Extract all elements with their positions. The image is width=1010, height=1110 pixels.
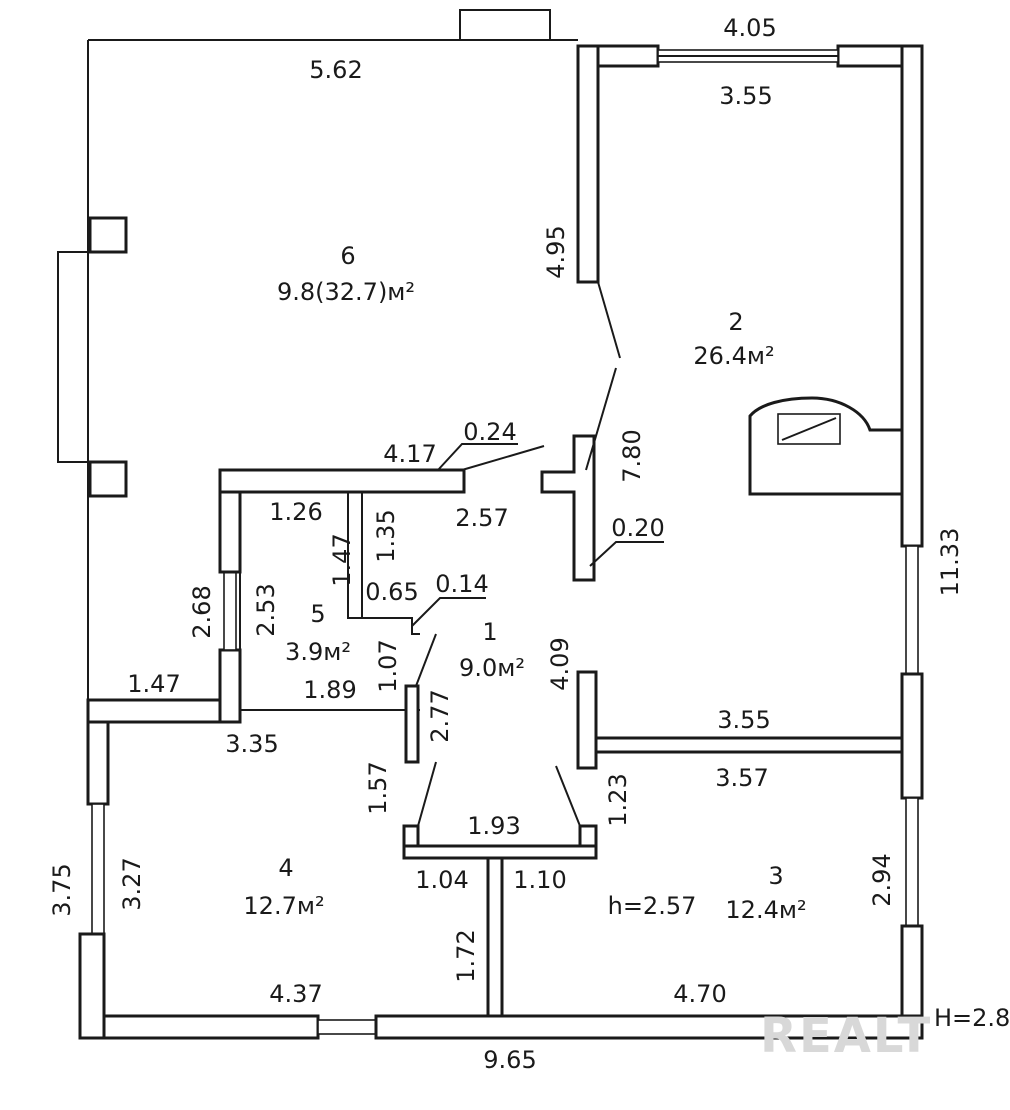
dim-label: 2.94 (868, 853, 896, 906)
dim-label: 1.35 (372, 509, 400, 562)
room-2-number: 2 (728, 308, 743, 336)
door-room2-upper (597, 281, 621, 359)
door-room4 (417, 761, 437, 827)
dim-label: 4.17 (383, 440, 436, 468)
wall-room5-room1 (404, 684, 420, 764)
dim-label: 1.47 (328, 533, 356, 586)
dim-label: 4.95 (542, 225, 570, 278)
door-room5 (415, 633, 437, 687)
dim-label: 3.27 (118, 857, 146, 910)
dim-label: 11.33 (936, 528, 964, 597)
dim-label: 3.57 (715, 764, 768, 792)
terrace-rail (57, 251, 90, 463)
room-3-area: 12.4м² (725, 896, 806, 924)
window-right-lower (905, 797, 919, 927)
dim-label: 4.05 (723, 14, 776, 42)
dim-label: 3.75 (48, 863, 76, 916)
room-6-area: 9.8(32.7)м² (277, 278, 415, 306)
exterior-walls (78, 44, 924, 1040)
room-labels: 6 9.8(32.7)м² 2 26.4м² 1 9.0м² 5 3.9м² 4… (243, 242, 1010, 1032)
interior-walls (239, 281, 904, 1018)
wall-t-column (540, 434, 596, 582)
dim-label: 2.57 (455, 504, 508, 532)
column-upper (88, 216, 128, 254)
room-4-area: 12.7м² (243, 892, 324, 920)
room-6-number: 6 (340, 242, 355, 270)
door-room3 (555, 765, 581, 827)
dimension-labels: 5.62 4.05 3.55 0.24 4.17 2.57 0.20 1.26 … (48, 14, 964, 1074)
wall-right-upper (900, 44, 924, 548)
dim-label: 1.93 (467, 812, 520, 840)
dim-label: 0.65 (365, 578, 418, 606)
wall-room2-left (576, 44, 600, 284)
dim-label: 2.77 (426, 689, 454, 742)
terrace-outline (57, 9, 578, 700)
wall-room2-room3 (594, 736, 904, 754)
dim-label: 3.35 (225, 730, 278, 758)
room-4-number: 4 (278, 854, 293, 882)
wall-left-lower (78, 932, 106, 1040)
dim-label: 1.72 (452, 929, 480, 982)
room-5-number: 5 (310, 600, 325, 628)
watermark-logo: REALT (760, 1008, 932, 1064)
wall-corridor-bottom (402, 844, 598, 860)
window-bottom (317, 1019, 377, 1035)
dim-label: 0.14 (435, 570, 488, 598)
dim-label: 4.09 (546, 637, 574, 690)
dim-label: 3.55 (719, 82, 772, 110)
wall-right-mid (900, 672, 924, 800)
door-room2-lower (585, 367, 617, 471)
dim-label: 3.55 (717, 706, 770, 734)
window-left (91, 803, 105, 935)
dim-label: 1.07 (374, 639, 402, 692)
dim-label: 4.70 (673, 980, 726, 1008)
wall-bottom-left (78, 1014, 320, 1040)
dim-label: 1.26 (269, 498, 322, 526)
wall-terrace-front (218, 468, 466, 494)
room-3-number: 3 (768, 862, 783, 890)
building-height: H=2.85 (934, 1004, 1010, 1032)
dim-label: 1.04 (415, 866, 468, 894)
wall-bottom-right (374, 1014, 924, 1040)
wall-room5-left-lower (218, 648, 242, 724)
window-right-upper (905, 545, 919, 675)
dim-label: 1.47 (127, 670, 180, 698)
room-height: h=2.57 (608, 892, 697, 920)
dim-label: 9.65 (483, 1046, 536, 1074)
dim-label: 1.89 (303, 676, 356, 704)
dim-label: 7.80 (618, 429, 646, 482)
room-5-area: 3.9м² (285, 638, 351, 666)
window-room5 (223, 571, 237, 651)
dim-label: 5.62 (309, 56, 362, 84)
room-1-number: 1 (482, 618, 497, 646)
wall-room1-right (576, 670, 598, 770)
room-1-area: 9.0м² (459, 654, 525, 682)
dim-label: 2.68 (188, 585, 216, 638)
dim-label: 2.53 (252, 583, 280, 636)
wall-room4-room3 (486, 856, 504, 1018)
door-terrace (461, 445, 545, 471)
dim-label: 1.10 (513, 866, 566, 894)
terrace-step (459, 9, 551, 41)
dim-label: 1.57 (364, 761, 392, 814)
column-lower (88, 460, 128, 498)
wall-room4-top (86, 698, 242, 724)
dim-label: 1.23 (604, 773, 632, 826)
dim-label: 0.20 (611, 514, 664, 542)
room-2-area: 26.4м² (693, 342, 774, 370)
dim-label: 0.24 (463, 418, 516, 446)
dim-label: 4.37 (269, 980, 322, 1008)
stove (748, 396, 904, 496)
